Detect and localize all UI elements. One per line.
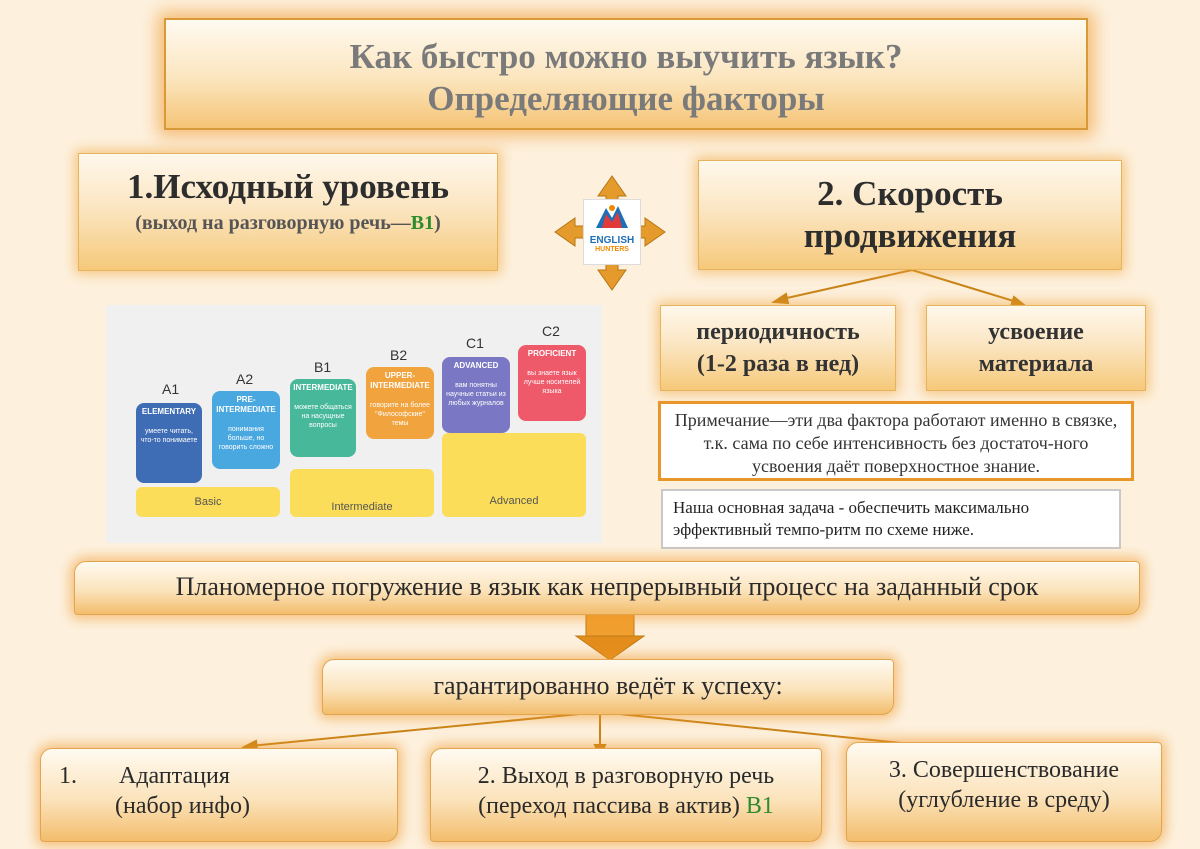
assimilation-label: усвоение bbox=[927, 316, 1145, 348]
language-levels-chart: Basic Intermediate Advanced A1 A2 B1 B2 … bbox=[106, 305, 602, 543]
factor1-title: 1.Исходный уровень bbox=[79, 166, 497, 208]
guarantee-banner: гарантированно ведёт к успеху: bbox=[322, 659, 894, 715]
logo-text-hunters: HUNTERS bbox=[584, 246, 640, 254]
periodicity-detail: (1-2 раза в нед) bbox=[661, 348, 895, 380]
subfactor-periodicity: периодичность (1-2 раза в нед) bbox=[660, 305, 896, 391]
level-card-c2: PROFICIENT вы знаете язык лучше носителе… bbox=[518, 345, 586, 421]
factor1-level-badge: B1 bbox=[411, 212, 434, 234]
outcome2-detail: (переход пассива в актив) B1 bbox=[431, 791, 821, 821]
group-advanced: Advanced bbox=[442, 433, 586, 517]
outcome2-detail-text: (переход пассива в актив) bbox=[478, 793, 746, 819]
factor2-line1: 2. Скорость bbox=[699, 173, 1121, 215]
level-desc-b1: можете общаться на насущные вопросы bbox=[293, 403, 353, 430]
outcome3-title: 3. Совершенствование bbox=[847, 755, 1161, 785]
group-basic: Basic bbox=[136, 487, 280, 517]
level-card-a2: PRE-INTERMEDIATE понимания больше, но го… bbox=[212, 391, 280, 469]
outcome2-level-badge: B1 bbox=[746, 793, 774, 819]
factor1-subtitle: (выход на разговорную речь—B1) bbox=[79, 208, 497, 238]
level-name-b1: INTERMEDIATE bbox=[293, 383, 353, 393]
main-title-line2: Определяющие факторы bbox=[166, 78, 1086, 120]
outcome-adaptation: 1. Адаптация (набор инфо) bbox=[40, 748, 398, 842]
factor1-subtitle-text: (выход на разговорную речь— bbox=[135, 212, 411, 234]
factor-progress-speed: 2. Скорость продвижения bbox=[698, 160, 1122, 270]
level-code-c2: C2 bbox=[542, 323, 560, 339]
factor2-line2: продвижения bbox=[699, 215, 1121, 257]
level-name-a2: PRE-INTERMEDIATE bbox=[215, 395, 277, 415]
factor1-subtitle-close: ) bbox=[434, 212, 441, 234]
level-code-a1: A1 bbox=[162, 381, 179, 397]
hunters-emblem-icon bbox=[592, 200, 632, 230]
logo-text-english: ENGLISH bbox=[584, 235, 640, 246]
level-code-a2: A2 bbox=[236, 371, 253, 387]
level-name-c1: ADVANCED bbox=[445, 361, 507, 371]
outcome1-title: 1. Адаптация bbox=[59, 761, 397, 791]
outcome-improvement: 3. Совершенствование (углубление в среду… bbox=[846, 742, 1162, 842]
level-code-b1: B1 bbox=[314, 359, 331, 375]
english-hunters-logo: ENGLISH HUNTERS bbox=[583, 199, 641, 265]
main-title-line1: Как быстро можно выучить язык? bbox=[166, 36, 1086, 78]
assimilation-detail: материала bbox=[927, 348, 1145, 380]
outcome3-detail: (углубление в среду) bbox=[847, 785, 1161, 815]
factor-initial-level: 1.Исходный уровень (выход на разговорную… bbox=[78, 153, 498, 271]
level-card-b2: UPPER-INTERMEDIATE говорите на более "Фи… bbox=[366, 367, 434, 439]
main-title-banner: Как быстро можно выучить язык? Определяю… bbox=[164, 18, 1088, 130]
outcome-speech: 2. Выход в разговорную речь (переход пас… bbox=[430, 748, 822, 842]
group-intermediate: Intermediate bbox=[290, 469, 434, 517]
level-desc-c2: вы знаете язык лучше носителей языка bbox=[521, 369, 583, 396]
immersion-banner: Планомерное погружение в язык как непрер… bbox=[74, 561, 1140, 615]
note-main-task: Наша основная задача - обеспечить максим… bbox=[661, 489, 1121, 549]
note-factors-combined: Примечание—эти два фактора работают имен… bbox=[658, 401, 1134, 481]
outcome2-title: 2. Выход в разговорную речь bbox=[431, 761, 821, 791]
split-arrows bbox=[774, 270, 1024, 306]
periodicity-label: периодичность bbox=[661, 316, 895, 348]
level-name-b2: UPPER-INTERMEDIATE bbox=[369, 371, 431, 391]
level-desc-b2: говорите на более "Философские" темы bbox=[369, 401, 431, 428]
level-name-a1: ELEMENTARY bbox=[139, 407, 199, 417]
level-name-c2: PROFICIENT bbox=[521, 349, 583, 359]
outcome1-detail: (набор инфо) bbox=[59, 791, 397, 821]
level-card-b1: INTERMEDIATE можете общаться на насущные… bbox=[290, 379, 356, 457]
down-arrow-icon bbox=[576, 612, 644, 660]
subfactor-assimilation: усвоение материала bbox=[926, 305, 1146, 391]
level-code-c1: C1 bbox=[466, 335, 484, 351]
level-desc-c1: вам понятны научные статьи из любых журн… bbox=[445, 381, 507, 408]
level-card-a1: ELEMENTARY умеете читать, что-то понимае… bbox=[136, 403, 202, 483]
level-code-b2: B2 bbox=[390, 347, 407, 363]
level-desc-a1: умеете читать, что-то понимаете bbox=[139, 427, 199, 445]
level-card-c1: ADVANCED вам понятны научные статьи из л… bbox=[442, 357, 510, 433]
level-desc-a2: понимания больше, но говорить сложно bbox=[215, 425, 277, 452]
